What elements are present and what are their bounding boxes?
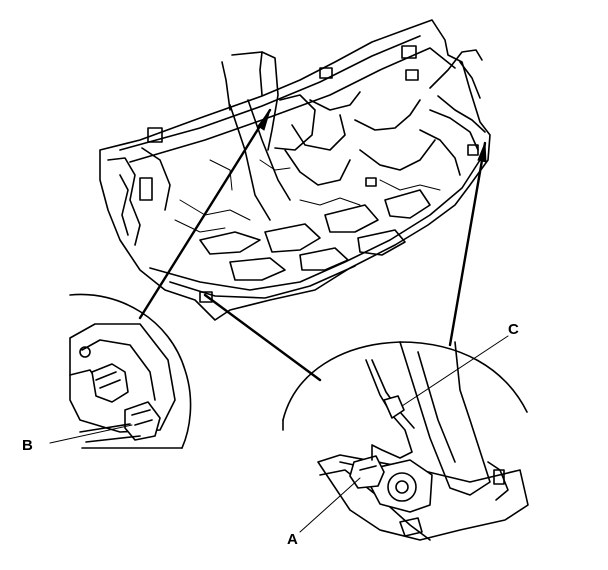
left-detail-inset <box>69 293 192 449</box>
callout-leaders <box>49 335 509 533</box>
leader-lines <box>138 108 487 382</box>
dashboard-assembly <box>99 19 491 321</box>
callout-label-c: C <box>508 321 519 338</box>
callout-label-b: B <box>22 437 33 454</box>
right-detail-inset <box>282 341 529 541</box>
wire-harness <box>221 49 486 151</box>
callout-label-a: A <box>287 531 298 548</box>
